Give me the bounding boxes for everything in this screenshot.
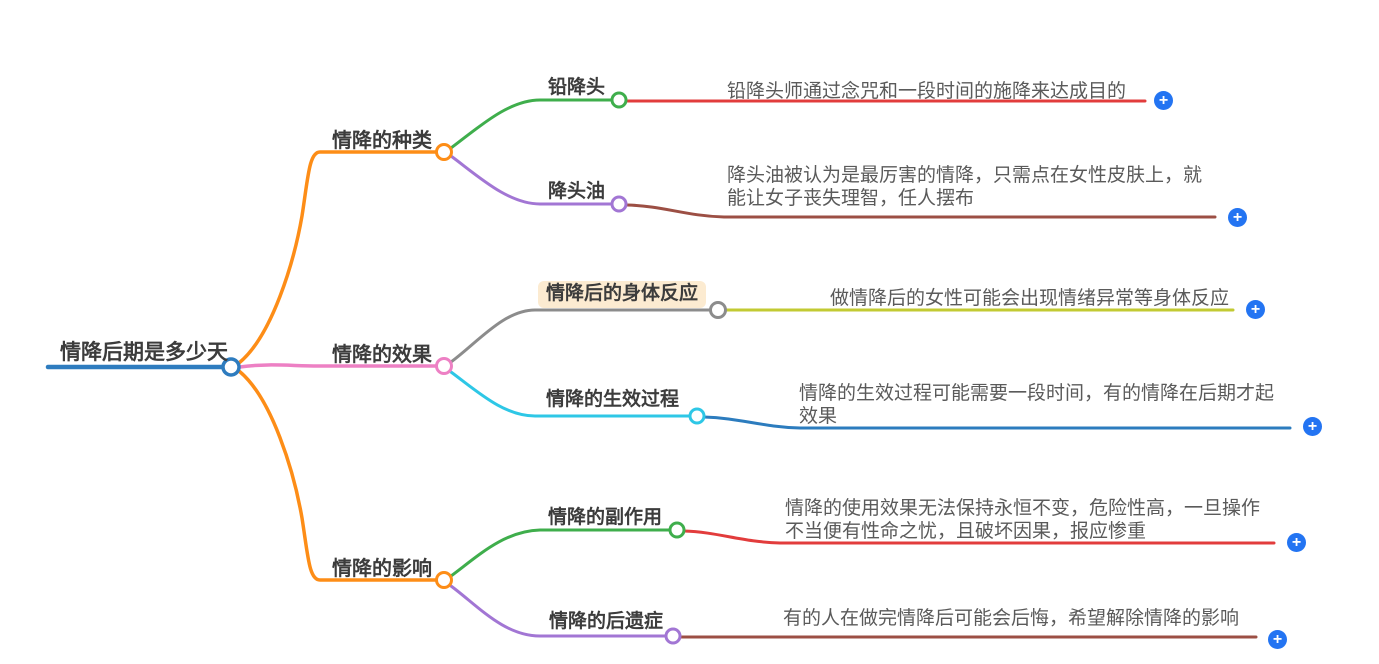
leaf-sideeffect-text[interactable]: 情降的使用效果无法保持永恒不变，危险性高，一旦操作 不当便有性命之忧，且破坏因果… xyxy=(785,497,1260,543)
root-node-handle[interactable] xyxy=(221,357,241,377)
process-node-handle[interactable] xyxy=(688,407,706,425)
leaf-line: 情降的使用效果无法保持永恒不变，危险性高，一旦操作 xyxy=(785,498,1261,519)
edge-process-to-leaf xyxy=(702,415,1292,430)
add-child-button-body[interactable]: + xyxy=(1246,300,1265,319)
effects-node-handle[interactable] xyxy=(435,357,453,375)
leaf-line: 效果 xyxy=(799,406,838,427)
leaf-process-text[interactable]: 情降的生效过程可能需要一段时间，有的情降在后期才起 效果 xyxy=(799,382,1274,428)
leaf-body-text[interactable]: 做情降后的女性可能会出现情绪异常等身体反应 xyxy=(830,287,1229,310)
node-lead-label[interactable]: 铅降头 xyxy=(548,77,606,98)
leaf-oil-text[interactable]: 降头油被认为是最厉害的情降，只需点在女性皮肤上，就 能让女子丧失理智，任人摆布 xyxy=(727,164,1202,210)
influence-node-handle[interactable] xyxy=(435,571,453,589)
oil-node-handle[interactable] xyxy=(610,195,628,213)
leaf-line: 做情降后的女性可能会出现情绪异常等身体反应 xyxy=(830,288,1230,309)
node-aftereffect-label[interactable]: 情降的后遗症 xyxy=(549,611,664,632)
body-node-handle[interactable] xyxy=(709,301,727,319)
leaf-line: 铅降头师通过念咒和一段时间的施降来达成目的 xyxy=(727,81,1127,102)
leaf-aftereffect-text[interactable]: 有的人在做完情降后可能会后悔，希望解除情降的影响 xyxy=(783,607,1239,630)
leaf-line: 情降的生效过程可能需要一段时间，有的情降在后期才起 xyxy=(799,383,1275,404)
edge-influence-to-aftereffect xyxy=(449,584,668,638)
add-child-button-aftereffect[interactable]: + xyxy=(1268,630,1287,649)
sideeffect-node-handle[interactable] xyxy=(668,521,686,539)
leaf-line: 不当便有性命之忧，且破坏因果，报应惨重 xyxy=(785,521,1147,542)
branch-influence-label[interactable]: 情降的影响 xyxy=(332,558,432,580)
root-node-label[interactable]: 情降后期是多少天 xyxy=(60,341,228,364)
leaf-lead-text[interactable]: 铅降头师通过念咒和一段时间的施降来达成目的 xyxy=(727,80,1126,103)
leaf-line: 降头油被认为是最厉害的情降，只需点在女性皮肤上，就 xyxy=(727,165,1203,186)
edge-root-to-types xyxy=(237,150,439,365)
lead-node-handle[interactable] xyxy=(610,91,628,109)
leaf-line: 有的人在做完情降后可能会后悔，希望解除情降的影响 xyxy=(783,608,1240,629)
add-child-button-lead[interactable]: + xyxy=(1154,91,1173,110)
add-child-button-sideeffect[interactable]: + xyxy=(1287,533,1306,552)
add-child-button-oil[interactable]: + xyxy=(1228,208,1247,227)
edge-effects-to-process xyxy=(449,370,692,418)
edge-sideeffect-to-leaf xyxy=(682,529,1276,545)
node-sideeffect-label[interactable]: 情降的副作用 xyxy=(548,507,663,528)
branch-effects-label[interactable]: 情降的效果 xyxy=(332,344,432,366)
types-node-handle[interactable] xyxy=(435,143,453,161)
add-child-button-process[interactable]: + xyxy=(1303,417,1322,436)
leaf-line: 能让女子丧失理智，任人摆布 xyxy=(727,188,975,209)
node-oil-label[interactable]: 降头油 xyxy=(548,181,606,202)
branch-types-label[interactable]: 情降的种类 xyxy=(332,130,432,152)
edge-oil-to-leaf xyxy=(625,203,1217,219)
edge-effects-to-body xyxy=(449,308,713,364)
edge-types-to-oil xyxy=(449,154,614,206)
edge-influence-to-sideeffect xyxy=(449,528,673,578)
node-body-label[interactable]: 情降后的身体反应 xyxy=(538,281,707,308)
edge-root-to-effects xyxy=(238,363,439,369)
edge-types-to-lead xyxy=(449,98,614,150)
aftereffect-node-handle[interactable] xyxy=(664,627,682,645)
node-process-label[interactable]: 情降的生效过程 xyxy=(546,389,680,410)
edge-root-to-influence xyxy=(237,369,439,582)
